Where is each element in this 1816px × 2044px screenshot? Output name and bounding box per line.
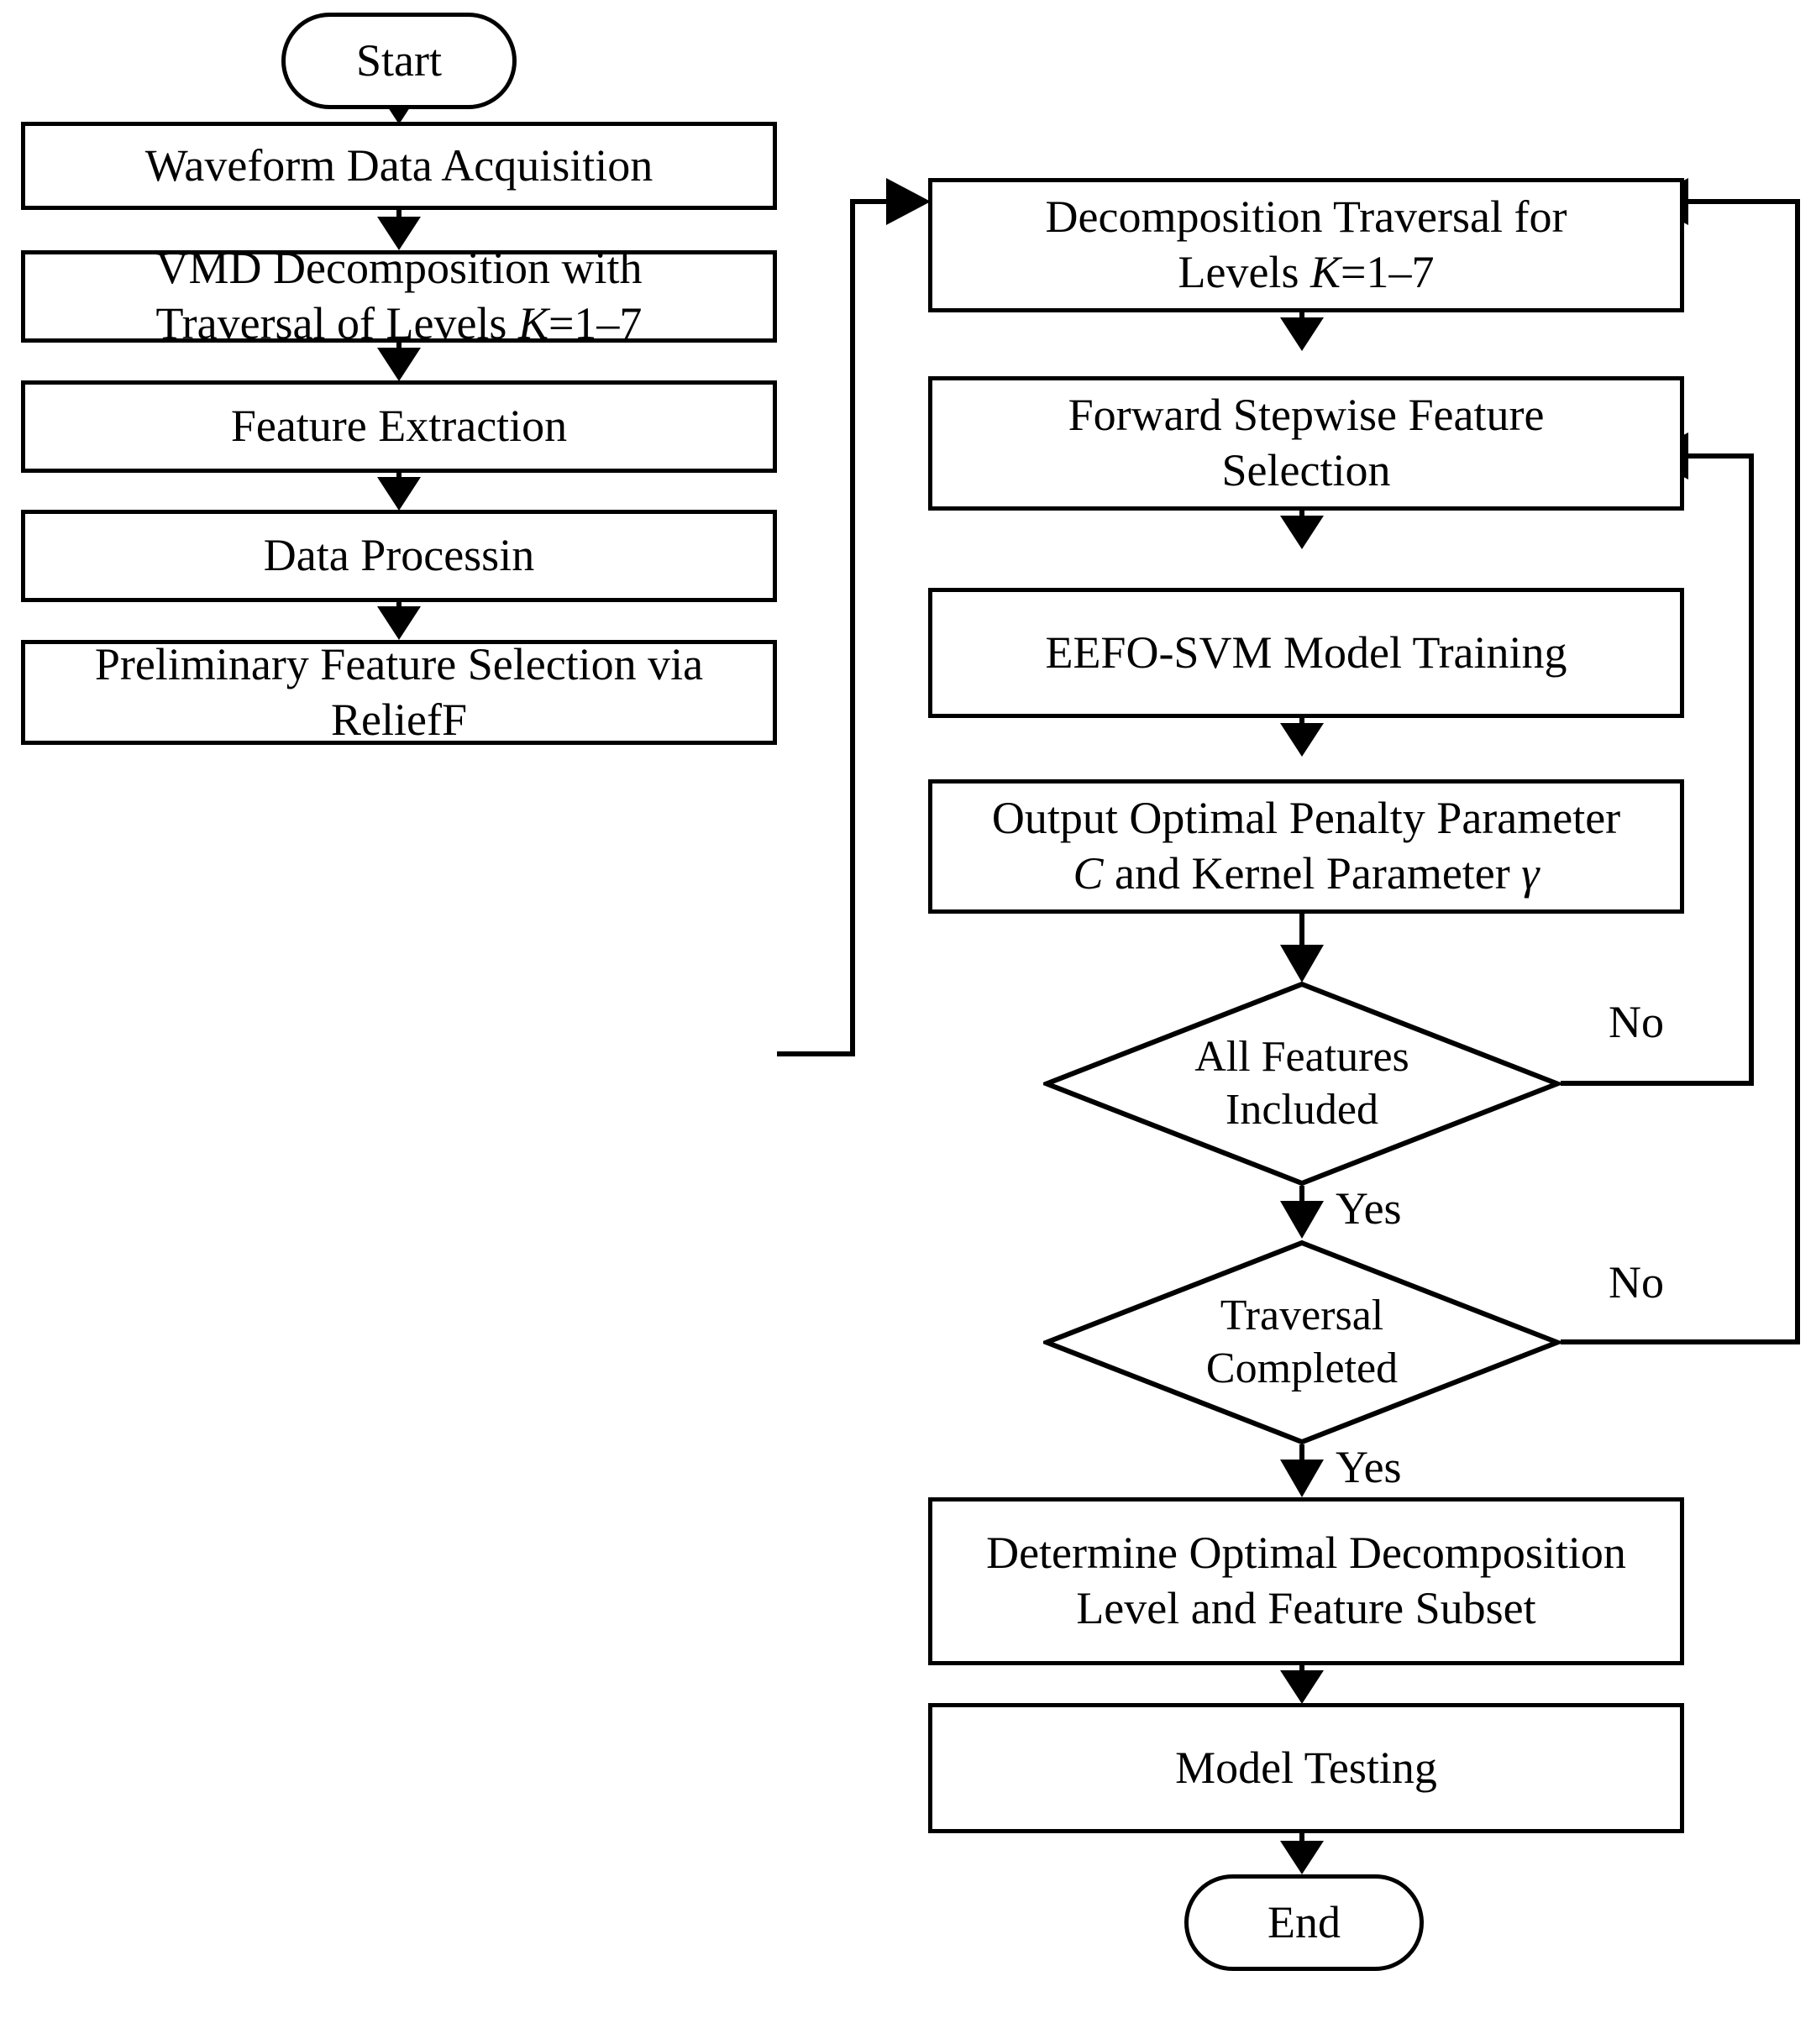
- edge-label-traversal-yes: Yes: [1336, 1442, 1402, 1492]
- node-determine-optimal-decomposition-label: Determine Optimal Decomposition Level an…: [986, 1528, 1626, 1633]
- node-traversal-completed-label: Traversal Completed: [1205, 1292, 1399, 1392]
- node-waveform-data-acquisition-label: Waveform Data Acquisition: [144, 139, 653, 191]
- node-preliminary-feature-selection[interactable]: Preliminary Feature Selection via Relief…: [21, 638, 777, 745]
- node-traversal-completed[interactable]: Traversal Completed: [1043, 1240, 1561, 1445]
- node-end[interactable]: End: [1184, 1874, 1424, 1971]
- node-start[interactable]: Start: [281, 13, 517, 109]
- node-model-testing[interactable]: Model Testing: [928, 1703, 1684, 1833]
- node-preliminary-feature-selection-label: Preliminary Feature Selection via Relief…: [94, 638, 704, 745]
- node-forward-stepwise-selection[interactable]: Forward Stepwise Feature Selection: [928, 376, 1684, 511]
- node-determine-optimal-decomposition[interactable]: Determine Optimal Decomposition Level an…: [928, 1497, 1684, 1665]
- node-all-features-included[interactable]: All Features Included: [1043, 981, 1561, 1187]
- edge-label-all-features-no: No: [1609, 997, 1664, 1047]
- node-feature-extraction[interactable]: Feature Extraction: [21, 380, 777, 473]
- diamond-shape-all-features: [1043, 981, 1561, 1187]
- node-forward-stepwise-selection-label: Forward Stepwise Feature Selection: [1068, 390, 1545, 495]
- diamond-shape-traversal-completed: [1043, 1240, 1561, 1445]
- edge-label-traversal-no: No: [1609, 1257, 1664, 1308]
- node-all-features-included-label: All Features Included: [1194, 1033, 1409, 1134]
- node-eefo-svm-training-label: EEFO-SVM Model Training: [1045, 626, 1567, 678]
- node-data-processing-label: Data Processin: [263, 530, 535, 581]
- edge-label-all-features-yes: Yes: [1336, 1183, 1402, 1234]
- node-waveform-data-acquisition[interactable]: Waveform Data Acquisition: [21, 122, 777, 210]
- node-model-testing-label: Model Testing: [1175, 1742, 1437, 1793]
- node-data-processing[interactable]: Data Processin: [21, 510, 777, 602]
- node-start-label: Start: [356, 35, 442, 86]
- node-feature-extraction-label: Feature Extraction: [230, 401, 568, 452]
- node-end-label: End: [1268, 1897, 1341, 1948]
- node-eefo-svm-training[interactable]: EEFO-SVM Model Training: [928, 588, 1684, 718]
